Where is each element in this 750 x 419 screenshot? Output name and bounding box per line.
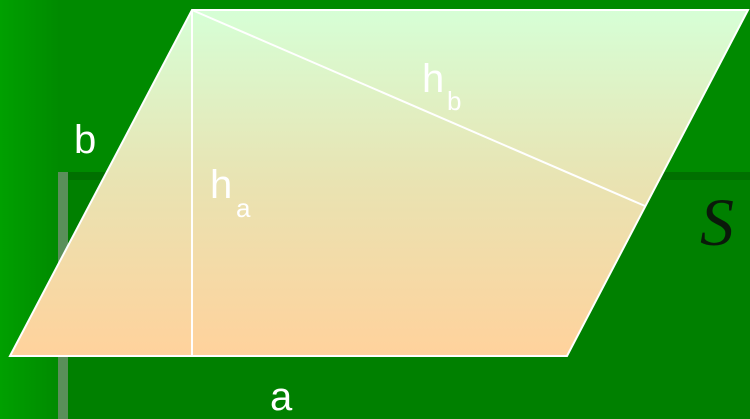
height-b-line (191, 9, 646, 207)
height-a-label-subscript: a (236, 193, 251, 223)
height-a-label-base: h (210, 163, 232, 207)
height-b-label-base: h (422, 57, 444, 101)
height-b-label-subscript: b (447, 86, 461, 116)
side-a-label: a (270, 375, 293, 419)
side-b-label: b (74, 118, 96, 162)
area-symbol: S (700, 184, 734, 260)
parallelogram-shape (8, 9, 750, 357)
